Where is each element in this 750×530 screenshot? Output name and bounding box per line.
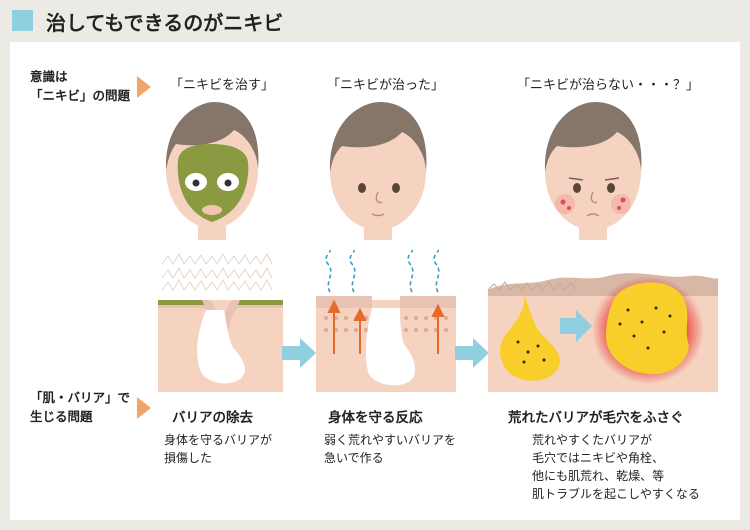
skin-cross-section-barrier-removed [158,252,283,392]
column-title-3: 「ニキビが治らない・・・？」 [517,78,700,93]
skin-cross-section-clogged-pore [487,273,718,392]
arrow-right-icon [137,76,151,98]
skin-cross-section-rebuilding [316,249,456,392]
row-label-awareness: 意識は 「ニキビ」の問題 [30,69,131,103]
column-subtitle-1: バリアの除去 [172,410,253,426]
face-with-mask-icon [165,102,259,240]
column-subtitle-3: 荒れたバリアが毛穴をふさぐ [508,410,684,426]
column-title-1: 「ニキビを治す」 [170,78,275,93]
column-subtitle-2: 身体を守る反応 [328,410,423,426]
column-description-2: 弱く荒れやすいバリアを 急いで作る [324,433,457,465]
page-title: 治してもできるのがニキビ [46,11,284,35]
arrow-right-icon [282,338,316,368]
row-label-skin-barrier: 「肌・バリア」で 生じる問題 [30,390,131,424]
column-description-1: 身体を守るバリアが 損傷した [164,433,273,465]
face-icon [329,102,427,240]
arrow-right-icon [137,397,151,419]
column-title-2: 「ニキビが治った」 [327,78,445,93]
column-description-3: 荒れやすくたバリアが 毛穴ではニキビや角栓、 他にも肌荒れ、乾燥、等 肌トラブル… [532,433,700,501]
arrow-right-icon [455,338,489,368]
face-with-acne-icon [544,102,642,240]
title-square-icon [12,10,33,31]
title-bar: 治してもできるのがニキビ [0,0,750,44]
